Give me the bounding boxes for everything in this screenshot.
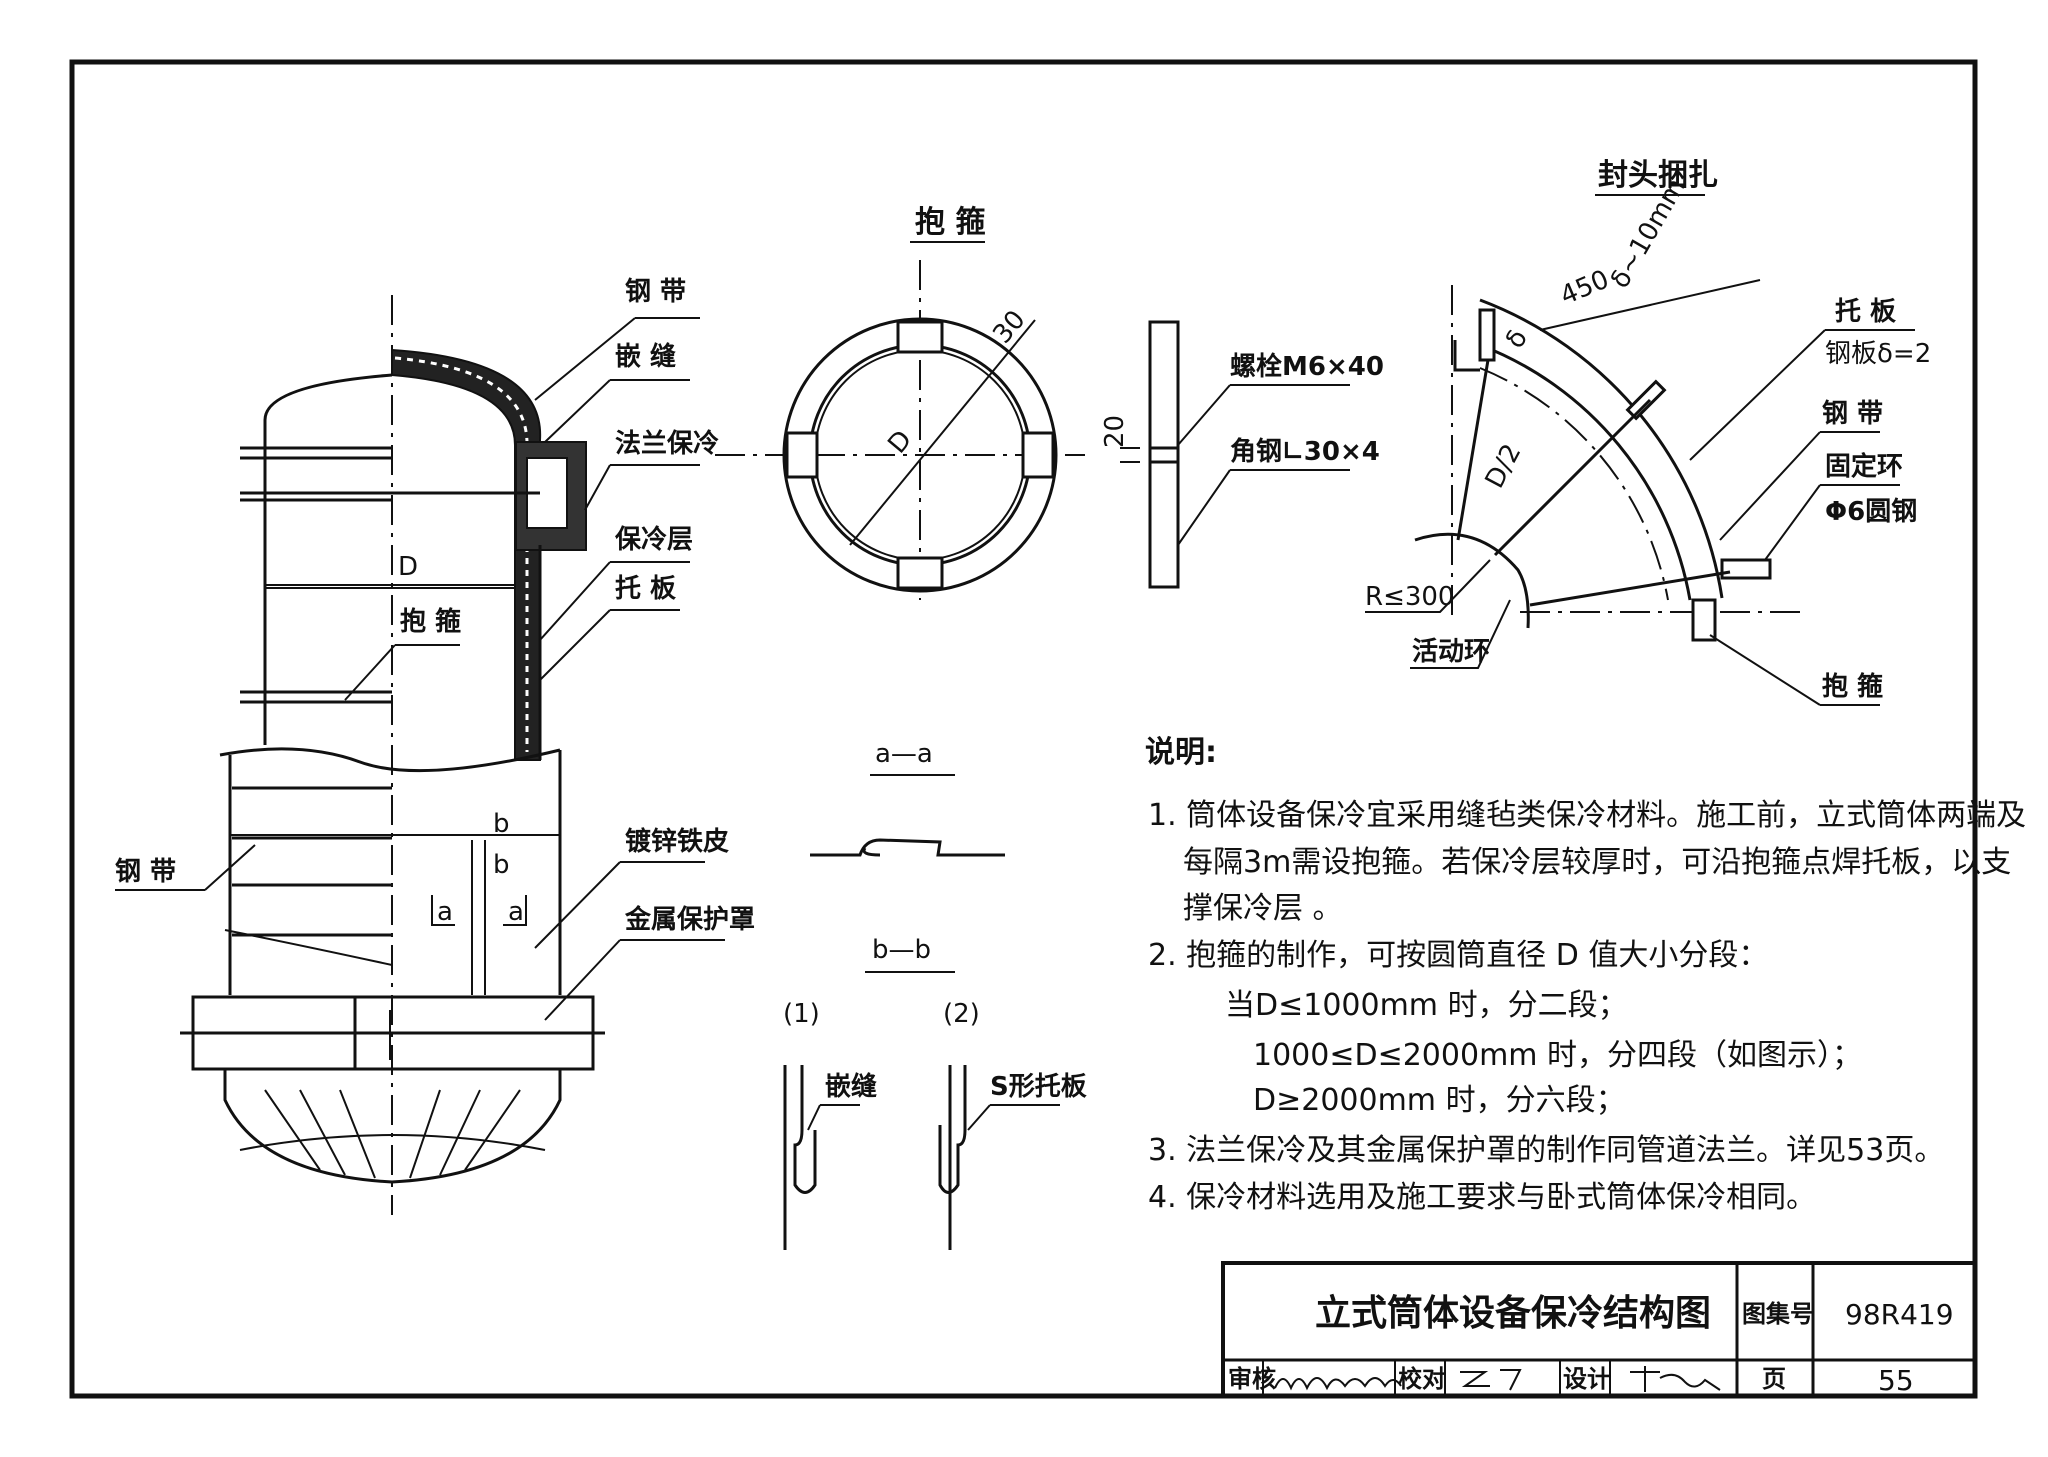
hoop-angle-steel-label: 角钢∟30×4 <box>1230 436 1380 467</box>
head-binding-detail: 封头捆扎 450 δ~10mm δ D/2 R≤300 活动环 托 板 钢板δ=… <box>1365 158 1931 706</box>
hoop-dim-30: 30 <box>987 305 1031 350</box>
label-caulk-seam: 嵌 缝 <box>615 341 676 372</box>
label-steel-band-top: 钢 带 <box>625 277 686 307</box>
sheet-border <box>69 59 1978 1399</box>
section-b-bottom: b <box>493 850 510 880</box>
head-dim-half-d: D/2 <box>1480 439 1528 493</box>
hoop-bolt-label: 螺栓M6×40 <box>1230 352 1384 382</box>
hoop-title: 抱 箍 <box>915 205 985 240</box>
section-bb-case2-label: S形托板 <box>990 1072 1087 1102</box>
label-steel-band-left: 钢 带 <box>115 857 176 887</box>
section-a-left: a <box>437 897 453 927</box>
check-signature <box>1460 1369 1522 1391</box>
note-line-8: 3. 法兰保冷及其金属保护罩的制作同管道法兰。详见53页。 <box>1148 1133 1944 1168</box>
head-dim-450: 450 <box>1556 264 1613 311</box>
head-round-steel: Φ6圆钢 <box>1825 497 1917 527</box>
page-label: 页 <box>1762 1365 1786 1393</box>
section-bb-case1: (1) <box>783 999 820 1029</box>
review-signature <box>1274 1377 1402 1391</box>
notes: 说明: 1. 筒体设备保冷宜采用缝毡类保冷材料。施工前，立式筒体两端及 每隔3m… <box>1145 735 2026 1215</box>
head-binding-title: 封头捆扎 <box>1598 158 1718 193</box>
section-b-top: b <box>493 809 510 839</box>
note-line-1: 1. 筒体设备保冷宜采用缝毡类保冷材料。施工前，立式筒体两端及 <box>1148 798 2026 833</box>
design-signature <box>1630 1366 1721 1392</box>
label-insulation-layer: 保冷层 <box>614 524 693 555</box>
check-label: 校对 <box>1398 1365 1446 1393</box>
label-flange-insulation: 法兰保冷 <box>615 428 719 459</box>
label-metal-cover: 金属保护罩 <box>624 904 755 935</box>
title-block: 立式筒体设备保冷结构图 图集号 98R419 审核 校对 设计 页 55 <box>1221 1261 1977 1398</box>
note-line-7: D≥2000mm 时，分六段； <box>1253 1083 1626 1118</box>
page-number: 55 <box>1878 1364 1914 1397</box>
head-hoop: 抱 箍 <box>1822 671 1883 702</box>
note-line-9: 4. 保冷材料选用及施工要求与卧式筒体保冷相同。 <box>1148 1180 1816 1215</box>
notes-heading: 说明: <box>1145 735 1217 770</box>
head-fixed-ring: 固定环 <box>1825 451 1903 482</box>
note-line-4: 2. 抱箍的制作，可按圆筒直径 D 值大小分段： <box>1148 938 1768 973</box>
note-line-3: 撑保冷层 。 <box>1183 891 1343 926</box>
atlas-label: 图集号 <box>1742 1300 1814 1328</box>
section-details: a—a b—b (1) (2) 嵌缝 S形托板 <box>783 739 1087 1250</box>
head-steel-band: 钢 带 <box>1822 399 1883 429</box>
section-bb-case1-label: 嵌缝 <box>825 1071 877 1102</box>
note-line-5: 当D≤1000mm 时，分二段； <box>1225 988 1628 1023</box>
design-label: 设计 <box>1563 1365 1611 1393</box>
label-galvanized-sheet: 镀锌铁皮 <box>625 826 729 857</box>
section-a-right: a <box>508 897 524 927</box>
section-bb-case2: (2) <box>943 999 980 1029</box>
label-hoop: 抱 箍 <box>400 606 461 637</box>
drawing-title: 立式筒体设备保冷结构图 <box>1315 1293 1711 1334</box>
head-dim-delta: δ <box>1500 325 1534 354</box>
section-aa-title: a—a <box>875 739 933 769</box>
atlas-number: 98R419 <box>1845 1298 1954 1331</box>
note-line-2: 每隔3m需设抱箍。若保冷层较厚时，可沿抱箍点焊托板，以支 <box>1183 845 2011 880</box>
hoop-dim-20: 20 <box>1100 415 1130 448</box>
vessel-elevation: b b a a D 钢 带 嵌 缝 法兰保冷 保冷层 托 板 抱 箍 钢 带 镀… <box>115 277 755 1215</box>
head-movable-ring: 活动环 <box>1412 637 1490 667</box>
head-radius: R≤300 <box>1365 582 1454 612</box>
head-plate-thickness: 钢板δ=2 <box>1825 339 1931 369</box>
head-support-plate: 托 板 <box>1835 297 1896 327</box>
hoop-detail: 抱 箍 30 D 20 螺栓M6×40 角钢∟30×4 <box>715 205 1384 600</box>
note-line-6: 1000≤D≤2000mm 时，分四段（如图示）； <box>1253 1038 1862 1073</box>
label-support-plate: 托 板 <box>615 574 676 604</box>
vessel-diameter-dim: D <box>398 552 418 582</box>
review-label: 审核 <box>1228 1365 1276 1393</box>
section-bb-title: b—b <box>872 935 931 965</box>
